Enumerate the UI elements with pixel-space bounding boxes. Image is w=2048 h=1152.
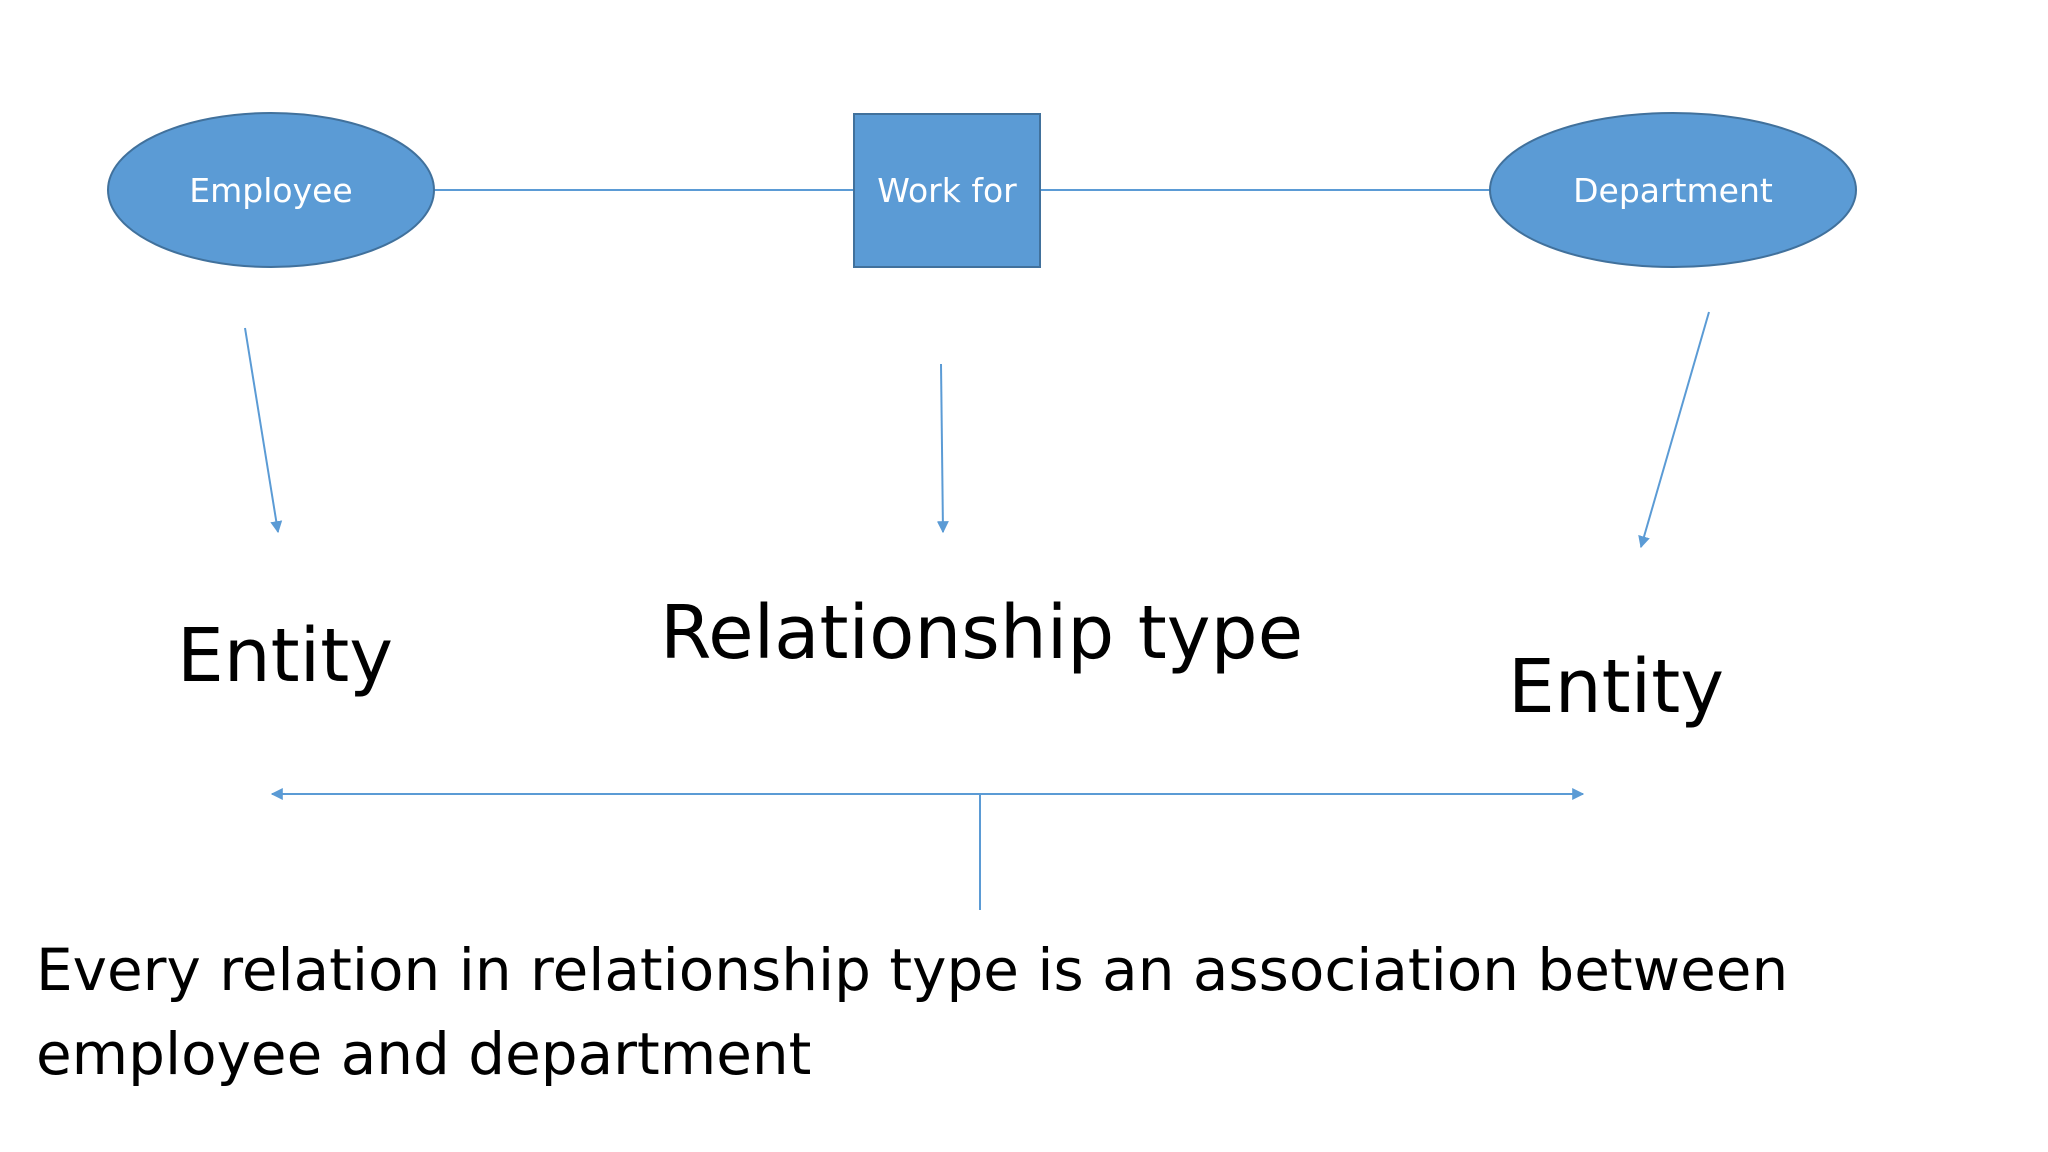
entity-left-label: Entity <box>177 613 393 699</box>
employee-label: Employee <box>189 171 352 210</box>
arrow-department-to-entity <box>1638 311 1710 549</box>
arrow-workfor-to-relationship-type <box>936 363 949 534</box>
work-for-relationship-node[interactable]: Work for <box>853 113 1041 268</box>
employee-ellipse <box>107 112 435 268</box>
department-entity-node[interactable]: Department <box>1489 112 1857 268</box>
work-for-rectangle <box>853 113 1041 268</box>
relationship-type-label: Relationship type <box>660 590 1303 676</box>
employee-entity-node[interactable]: Employee <box>107 112 435 268</box>
arrow-employee-to-entity <box>244 327 283 534</box>
association-caption: Every relation in relationship type is a… <box>36 936 1789 1088</box>
department-label: Department <box>1573 171 1773 210</box>
entity-right-label: Entity <box>1508 644 1724 730</box>
department-ellipse <box>1489 112 1857 268</box>
work-for-label: Work for <box>877 171 1017 210</box>
